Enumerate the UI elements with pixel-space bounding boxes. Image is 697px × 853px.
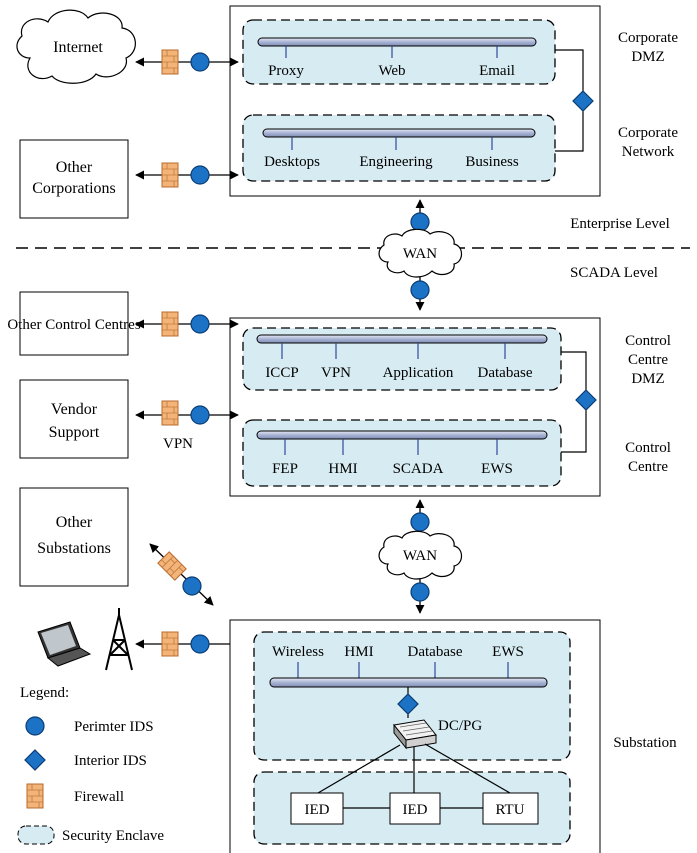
perimeter-ids-icon (410, 280, 430, 300)
other-corporations-label-2: Corporations (32, 180, 116, 197)
ied-box-1 (290, 792, 344, 825)
corporate-network-title-1: Corporate (618, 125, 678, 141)
perimeter-ids-icon (182, 576, 202, 596)
node-ews-substation: EWS (492, 644, 524, 660)
control-centre-dmz-title-1: Control (625, 333, 671, 349)
other-corporations-box (19, 139, 129, 219)
node-hmi-substation: HMI (344, 644, 373, 660)
node-web: Web (378, 63, 405, 79)
node-database-substation: Database (408, 644, 463, 660)
perimeter-ids-icon (410, 512, 430, 532)
perimeter-ids-icon (190, 165, 210, 185)
scada-level-label: SCADA Level (570, 265, 658, 281)
corporate-network-bus (262, 128, 536, 138)
ied-label-2: IED (403, 802, 428, 818)
vendor-support-label-2: Support (49, 424, 100, 441)
corporate-network-title-2: Network (622, 144, 675, 160)
ied-label-1: IED (305, 802, 330, 818)
node-hmi: HMI (328, 461, 357, 477)
other-substations-box (19, 487, 129, 587)
node-ews: EWS (481, 461, 513, 477)
substation-section: Wireless HMI Database EWS DC/PG IED IED … (229, 619, 677, 853)
legend: Legend: Perimter IDS Interior IDS Firewa… (17, 685, 164, 845)
legend-interior-ids-icon (24, 749, 46, 771)
laptop-icon (37, 621, 92, 667)
control-centre-dmz-title-2: Centre (628, 352, 668, 368)
corporate-dmz-title-2: DMZ (631, 49, 664, 65)
node-database: Database (478, 365, 533, 381)
substation-bus (269, 677, 548, 688)
corporate-dmz-bus (257, 37, 537, 47)
other-substations-link (149, 543, 214, 606)
wan-label-lower: WAN (403, 548, 437, 564)
node-email: Email (479, 63, 515, 79)
firewall-icon (161, 631, 179, 657)
perimeter-ids-icon (190, 314, 210, 334)
wan-label-upper: WAN (403, 246, 437, 262)
perimeter-ids-icon (190, 405, 210, 425)
node-proxy: Proxy (268, 63, 304, 79)
ied-box-2 (389, 792, 441, 825)
node-iccp: ICCP (265, 365, 298, 381)
substation-enclave (253, 631, 571, 761)
node-wireless: Wireless (272, 644, 324, 660)
dcpg-switch-icon (393, 719, 437, 750)
node-vpn: VPN (321, 365, 351, 381)
legend-security-enclave: Security Enclave (62, 828, 164, 844)
internet-label: Internet (53, 39, 103, 56)
control-centre-dmz-bus (256, 334, 548, 344)
rtu-box (482, 792, 539, 825)
corporate-network-enclave (242, 114, 556, 182)
legend-interior-ids: Interior IDS (74, 753, 147, 769)
corporate-section: Proxy Web Email Desktops Engineering Bus… (229, 5, 678, 197)
wan-cloud-lower: WAN (378, 530, 463, 580)
vendor-support-label-1: Vendor (51, 401, 98, 418)
wan-cloud-upper: WAN (378, 228, 463, 278)
other-corporations-label-1: Other (56, 159, 93, 176)
node-scada: SCADA (393, 461, 444, 477)
perimeter-ids-icon (410, 582, 430, 602)
perimeter-ids-icon (190, 52, 210, 72)
firewall-icon (161, 400, 179, 426)
control-centre-dmz-title-3: DMZ (631, 371, 664, 387)
firewall-icon (161, 311, 179, 337)
legend-title: Legend: (20, 685, 69, 701)
rtu-label: RTU (495, 802, 524, 818)
legend-firewall-icon (26, 783, 44, 809)
legend-enclave-icon (17, 825, 55, 845)
vendor-vpn-label: VPN (163, 436, 193, 452)
node-engineering: Engineering (359, 154, 433, 170)
firewall-icon (161, 49, 179, 75)
dcpg-label: DC/PG (438, 718, 482, 734)
node-fep: FEP (272, 461, 298, 477)
other-control-centres-box (19, 291, 129, 356)
other-control-centres-label: Other Control Centres (7, 317, 140, 333)
firewall-icon (161, 162, 179, 188)
corporate-dmz-enclave (242, 19, 556, 85)
node-business: Business (465, 154, 519, 170)
control-centre-section: ICCP VPN Application Database FEP HMI SC… (229, 317, 671, 497)
node-application: Application (383, 365, 454, 381)
substation-title: Substation (613, 735, 677, 751)
perimeter-ids-icon (410, 212, 430, 232)
node-desktops: Desktops (264, 154, 320, 170)
legend-perimeter-ids: Perimter IDS (74, 719, 154, 735)
internet-cloud: Internet (16, 9, 136, 84)
other-substations-label-1: Other (56, 514, 93, 531)
control-centre-bus (256, 430, 548, 440)
perimeter-ids-icon (190, 634, 210, 654)
vendor-support-box (19, 379, 129, 459)
enterprise-level-label: Enterprise Level (570, 216, 670, 232)
other-substations-label-2: Substations (37, 540, 111, 557)
legend-perimeter-ids-icon (25, 716, 45, 736)
corporate-dmz-title-1: Corporate (618, 30, 678, 46)
control-centre-title-2: Centre (628, 459, 668, 475)
legend-firewall: Firewall (74, 789, 124, 805)
control-centre-title-1: Control (625, 440, 671, 456)
radio-tower-icon (105, 608, 133, 671)
